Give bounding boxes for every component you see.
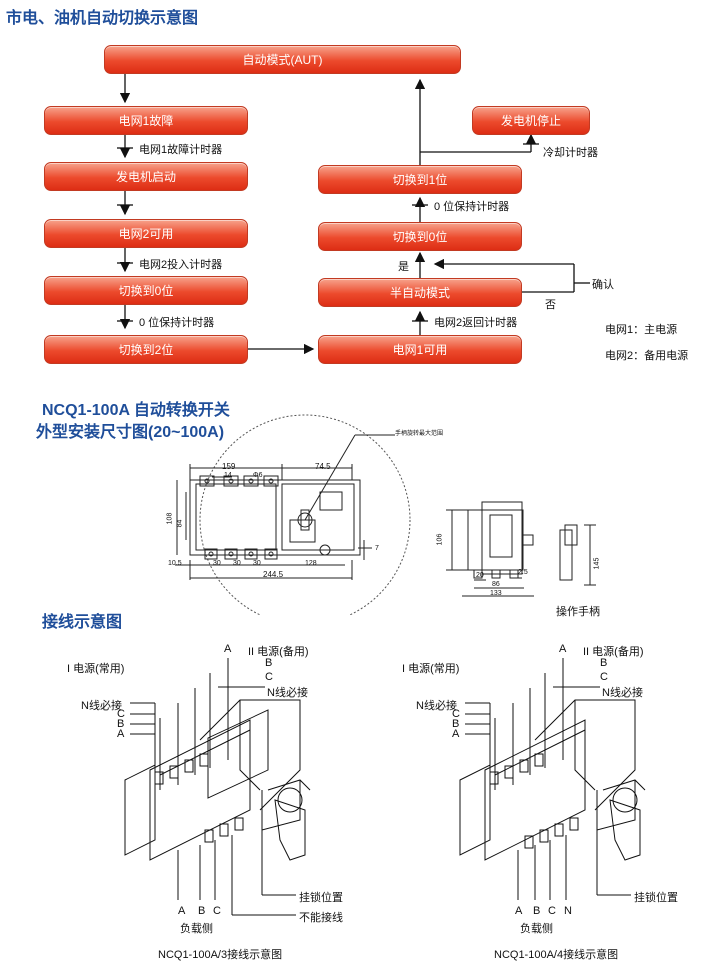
left-B: B [117, 718, 125, 730]
dim-74-5: 74.5 [315, 462, 331, 471]
dimension-title-line1: NCQ1-100A 自动转换开关 [42, 402, 230, 419]
dimension-drawing [175, 414, 596, 615]
left-C: C [117, 708, 125, 720]
generator-stop-box: 发电机停止 [472, 106, 590, 135]
semi-auto-mode-box: 半自动模式 [318, 278, 522, 307]
operating-handle-label: 操作手柄 [556, 606, 600, 618]
dim-phi6: Φ6 [253, 472, 263, 479]
left-top-A: A [224, 643, 232, 655]
left-load-side: 负载侧 [180, 923, 213, 935]
right-n-required-right: N线必接 [602, 687, 643, 699]
right-load-side: 负载侧 [520, 923, 553, 935]
left-top-B: B [265, 657, 273, 669]
grid2-return-timer-label: 电网2返回计时器 [434, 317, 518, 329]
right-source-2: II 电源(备用) [583, 646, 644, 658]
handle-range-label: 手柄旋转最大范围 [395, 431, 444, 437]
left-bottom-B: B [198, 905, 206, 917]
side-dim-86: 86 [492, 581, 500, 588]
dimension-title-line2: 外型安装尺寸图(20~100A) [36, 424, 225, 441]
dim-108: 108 [166, 512, 174, 525]
dim-84: 84 [176, 519, 184, 528]
left-bottom-A: A [178, 905, 186, 917]
dim-30-a: 30 [213, 560, 221, 567]
left-lock-position: 挂锁位置 [299, 892, 343, 904]
right-top-A: A [559, 643, 567, 655]
wiring-drawings [124, 658, 646, 916]
auto-mode-box: 自动模式(AUT) [104, 45, 461, 74]
right-top-B: B [600, 657, 608, 669]
dim-128: 128 [305, 560, 317, 567]
grid1-fault-box: 电网1故障 [44, 106, 248, 135]
right-lock-position: 挂锁位置 [634, 892, 678, 904]
left-n-required-right: N线必接 [267, 687, 308, 699]
grid1-fault-timer-label: 电网1故障计时器 [139, 144, 223, 156]
left-n-required-left: N线必接 [81, 700, 122, 712]
right-source-1: I 电源(常用) [402, 663, 460, 675]
hold-timer-right-label: 0 位保持计时器 [434, 201, 510, 213]
yes-label: 是 [398, 261, 409, 273]
left-source-1: I 电源(常用) [67, 663, 125, 675]
switch-to-2-box: 切换到2位 [44, 335, 248, 364]
flow-connectors [117, 74, 590, 355]
right-C: C [452, 708, 460, 720]
right-bottom-N: N [564, 905, 572, 917]
confirm-label: 确认 [592, 279, 614, 291]
dim-159: 159 [222, 462, 236, 471]
dim-30-b: 30 [233, 560, 241, 567]
side-dim-2-5: 2.5 [518, 569, 528, 576]
dim-244-5: 244.5 [263, 570, 284, 579]
page-title: 市电、油机自动切换示意图 [6, 10, 199, 27]
right-B: B [452, 718, 460, 730]
switch-to-0-right-box: 切换到0位 [318, 222, 522, 251]
right-top-C: C [600, 671, 608, 683]
left-source-2: II 电源(备用) [248, 646, 309, 658]
switch-to-1-box: 切换到1位 [318, 165, 522, 194]
no-label: 否 [545, 299, 556, 311]
left-A: A [117, 728, 125, 740]
right-caption: NCQ1-100A/4接线示意图 [494, 949, 619, 961]
right-bottom-A: A [515, 905, 523, 917]
hold-timer-left-label: 0 位保持计时器 [139, 317, 215, 329]
grid1-available-box: 电网1可用 [318, 335, 522, 364]
dim-10-5: 10.5 [168, 560, 182, 567]
generator-start-box: 发电机启动 [44, 162, 248, 191]
right-bottom-C: C [548, 905, 556, 917]
right-n-required-left: N线必接 [416, 700, 457, 712]
left-caption: NCQ1-100A/3接线示意图 [158, 949, 283, 961]
left-bottom-C: C [213, 905, 221, 917]
side-dim-20: 20 [476, 572, 484, 579]
switch-to-0-left-box: 切换到0位 [44, 276, 248, 305]
left-no-wiring: 不能接线 [299, 912, 343, 924]
dim-30-c: 30 [253, 560, 261, 567]
wiring-title: 接线示意图 [42, 614, 123, 631]
right-A: A [452, 728, 460, 740]
right-bottom-B: B [533, 905, 541, 917]
side-dim-133: 133 [490, 590, 502, 597]
dim-7: 7 [375, 545, 379, 552]
grid2-input-timer-label: 电网2投入计时器 [139, 259, 223, 271]
dim-14: 14 [224, 472, 232, 479]
side-dim-106: 106 [436, 533, 444, 546]
legend-grid2: 电网2：备用电源 [605, 350, 689, 362]
cooling-timer-label: 冷却计时器 [543, 147, 598, 159]
handle-dim-145: 145 [593, 557, 601, 570]
legend-grid1: 电网1：主电源 [605, 324, 678, 336]
grid2-available-box: 电网2可用 [44, 219, 248, 248]
left-top-C: C [265, 671, 273, 683]
